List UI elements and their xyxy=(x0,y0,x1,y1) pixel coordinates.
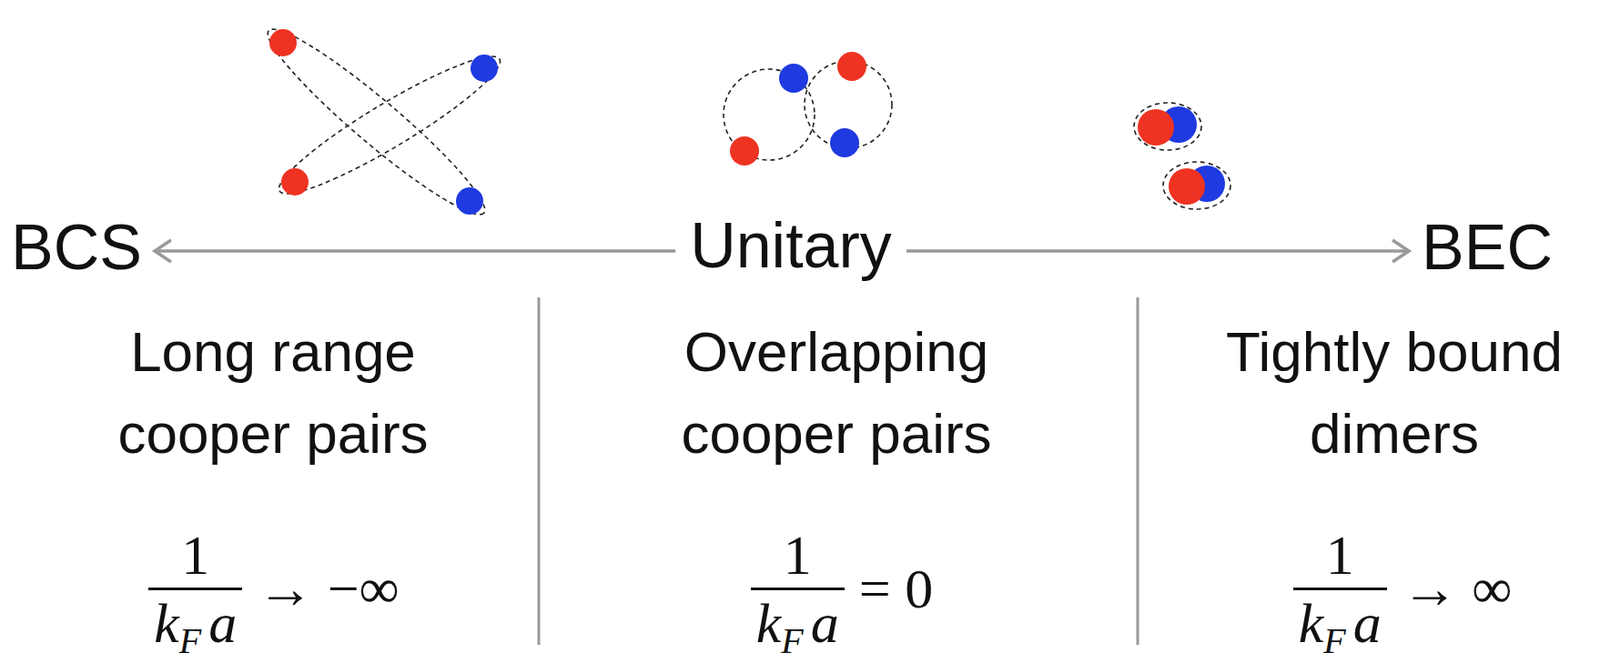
spin-up-fermion xyxy=(1168,168,1206,205)
separator-line xyxy=(1136,297,1140,646)
scattering-length-symbol: a xyxy=(1353,590,1382,657)
coupling-formula: 1kFa→ −∞ xyxy=(146,522,400,657)
wavevector-symbol: k xyxy=(1298,590,1325,657)
numerator-digit: 1 xyxy=(783,522,812,588)
pair-outline xyxy=(268,40,511,210)
denominator: kFa xyxy=(749,590,847,657)
spin-up-fermion xyxy=(281,168,309,196)
fermi-subscript: F xyxy=(179,608,202,663)
spin-down-fermion xyxy=(830,128,860,158)
pair-outline xyxy=(254,13,498,230)
separator-line xyxy=(537,297,541,646)
arrow-shaft xyxy=(154,249,676,254)
spin-down-fermion xyxy=(779,63,809,93)
wavevector-symbol: k xyxy=(756,590,782,657)
numerator: 1 xyxy=(1326,522,1355,588)
wavevector-symbol: k xyxy=(153,590,180,657)
fraction-bar xyxy=(148,587,243,591)
fraction: 1kFa xyxy=(749,522,847,657)
regime-description: Long range cooper pairs xyxy=(72,311,474,476)
arrow-head xyxy=(1392,240,1409,263)
denominator: kFa xyxy=(146,590,244,657)
arrow-head xyxy=(154,240,172,263)
numerator: 1 xyxy=(181,522,210,588)
fraction-bar xyxy=(750,587,845,591)
pair-outline xyxy=(1163,162,1231,210)
fermi-subscript: F xyxy=(1323,608,1346,663)
spin-up-fermion xyxy=(837,51,867,82)
spin-up-fermion xyxy=(269,29,297,57)
regime-description: Overlapping cooper pairs xyxy=(636,311,1037,476)
fraction-bar xyxy=(1293,587,1388,591)
numerator: 1 xyxy=(783,522,812,588)
coupling-formula: 1kFa→ ∞ xyxy=(1291,522,1513,657)
fraction: 1kFa xyxy=(1291,522,1389,657)
spin-up-fermion xyxy=(1137,109,1175,146)
spin-down-fermion xyxy=(470,54,498,82)
regime-arrow xyxy=(906,240,1409,263)
regime-label: BEC xyxy=(1421,210,1553,285)
regime-label: BCS xyxy=(10,210,142,285)
fraction: 1kFa xyxy=(146,522,244,657)
regime-text: BCS xyxy=(10,212,142,284)
regime-text: Unitary xyxy=(689,210,892,282)
regime-label: Unitary xyxy=(689,208,892,284)
fermi-subscript: F xyxy=(780,608,803,663)
regime-description: Tightly bound dimers xyxy=(1194,311,1595,476)
pair-outline xyxy=(1134,102,1202,151)
spin-up-fermion xyxy=(729,136,760,166)
scattering-length-symbol: a xyxy=(208,590,237,657)
regime-text: BEC xyxy=(1421,212,1553,284)
numerator-digit: 1 xyxy=(181,522,210,588)
numerator-digit: 1 xyxy=(1326,522,1355,588)
regime-arrow xyxy=(154,240,676,263)
denominator: kFa xyxy=(1291,590,1389,657)
limit-value: → −∞ xyxy=(256,556,400,622)
limit-value: = 0 xyxy=(859,556,933,622)
scattering-length-symbol: a xyxy=(810,590,840,657)
arrow-shaft xyxy=(906,249,1409,254)
coupling-formula: 1kFa= 0 xyxy=(749,522,933,657)
limit-value: → ∞ xyxy=(1401,556,1513,622)
spin-down-fermion xyxy=(455,187,484,215)
